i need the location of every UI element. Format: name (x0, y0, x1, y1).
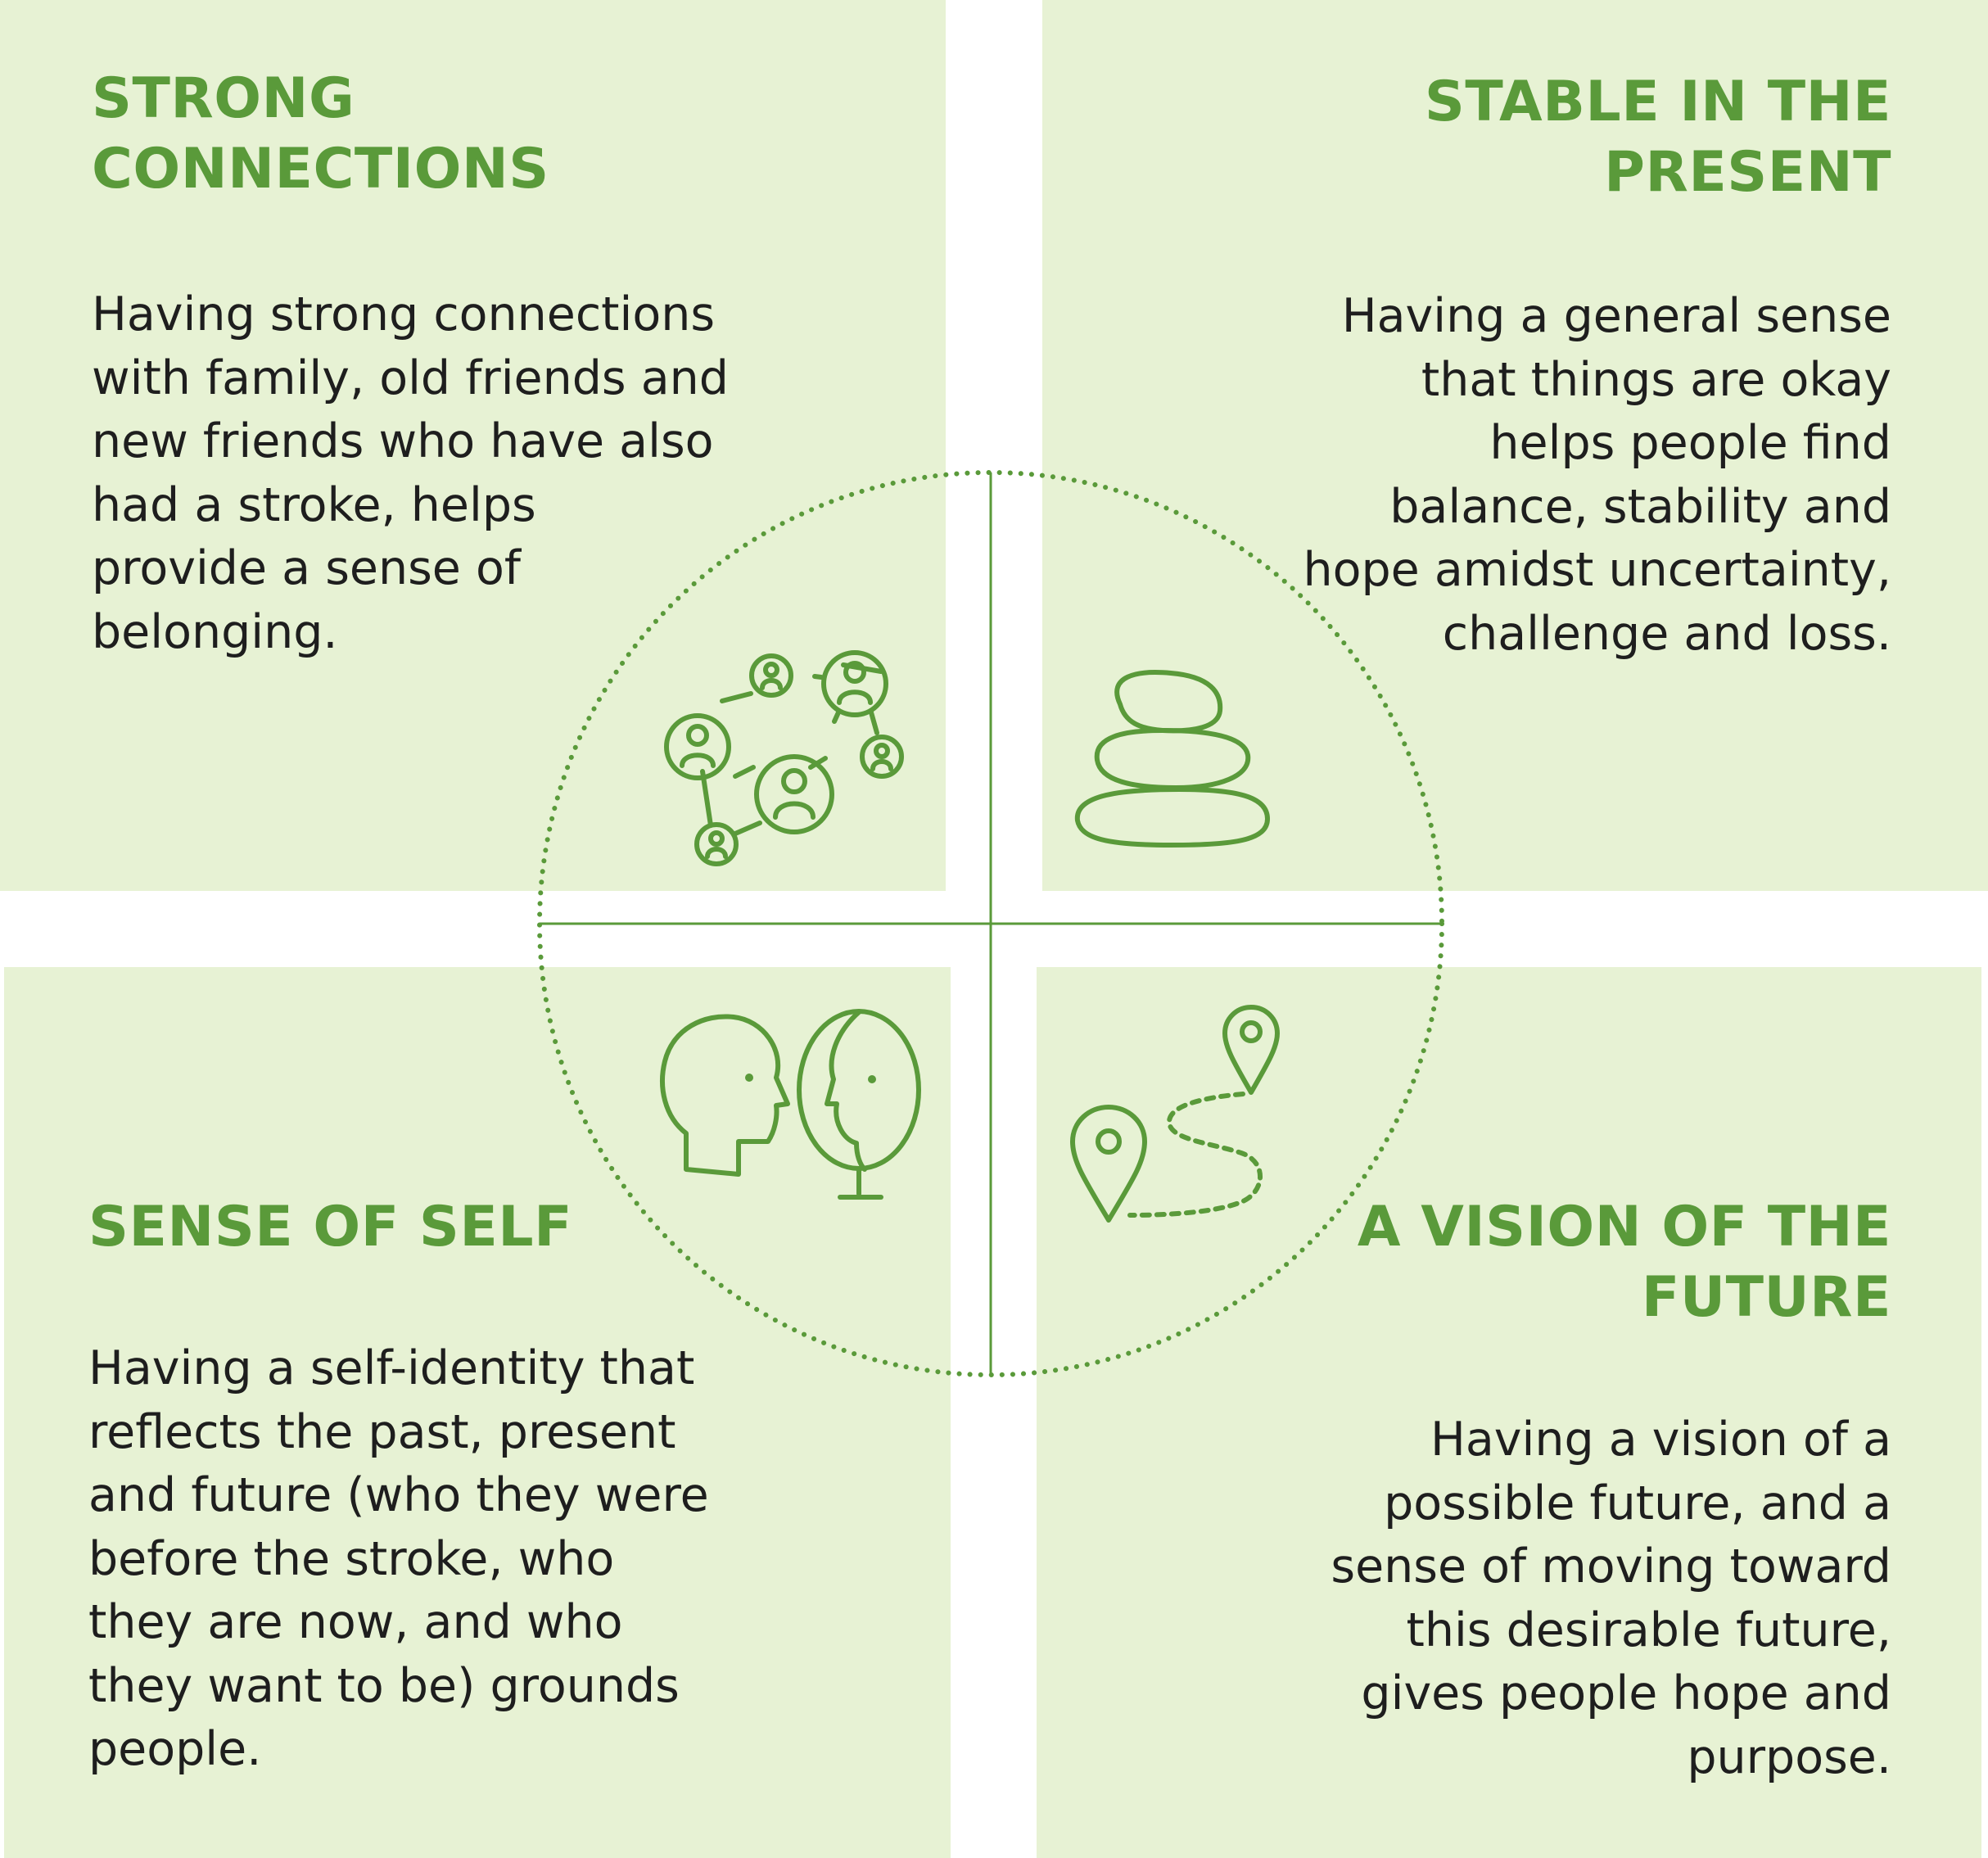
title-vision-of-future: A VISION OF THE FUTURE (1357, 1195, 1891, 1330)
title-sense-of-self: SENSE OF SELF (88, 1195, 573, 1259)
network-people-icon (664, 650, 904, 866)
panel-sense-of-self (4, 967, 951, 1858)
body-strong-connections: Having strong connections with family, o… (92, 287, 729, 659)
panel-strong-connections (0, 0, 946, 891)
title-stable-in-present: STABLE IN THE PRESENT (1424, 70, 1891, 205)
body-stable-in-present: Having a general sense that things are o… (1303, 289, 1891, 661)
body-sense-of-self: Having a self-identity that reflects the… (88, 1341, 709, 1776)
body-vision-of-future: Having a vision of a possible future, an… (1331, 1413, 1891, 1784)
panel-vision-of-future (1037, 967, 1981, 1858)
map-route-icon (1070, 1005, 1280, 1223)
title-strong-connections: STRONG CONNECTIONS (92, 66, 549, 201)
panel-stable-in-present (1042, 0, 1988, 891)
stacked-stones-icon (1074, 670, 1270, 848)
head-mirror-icon (660, 1009, 921, 1200)
